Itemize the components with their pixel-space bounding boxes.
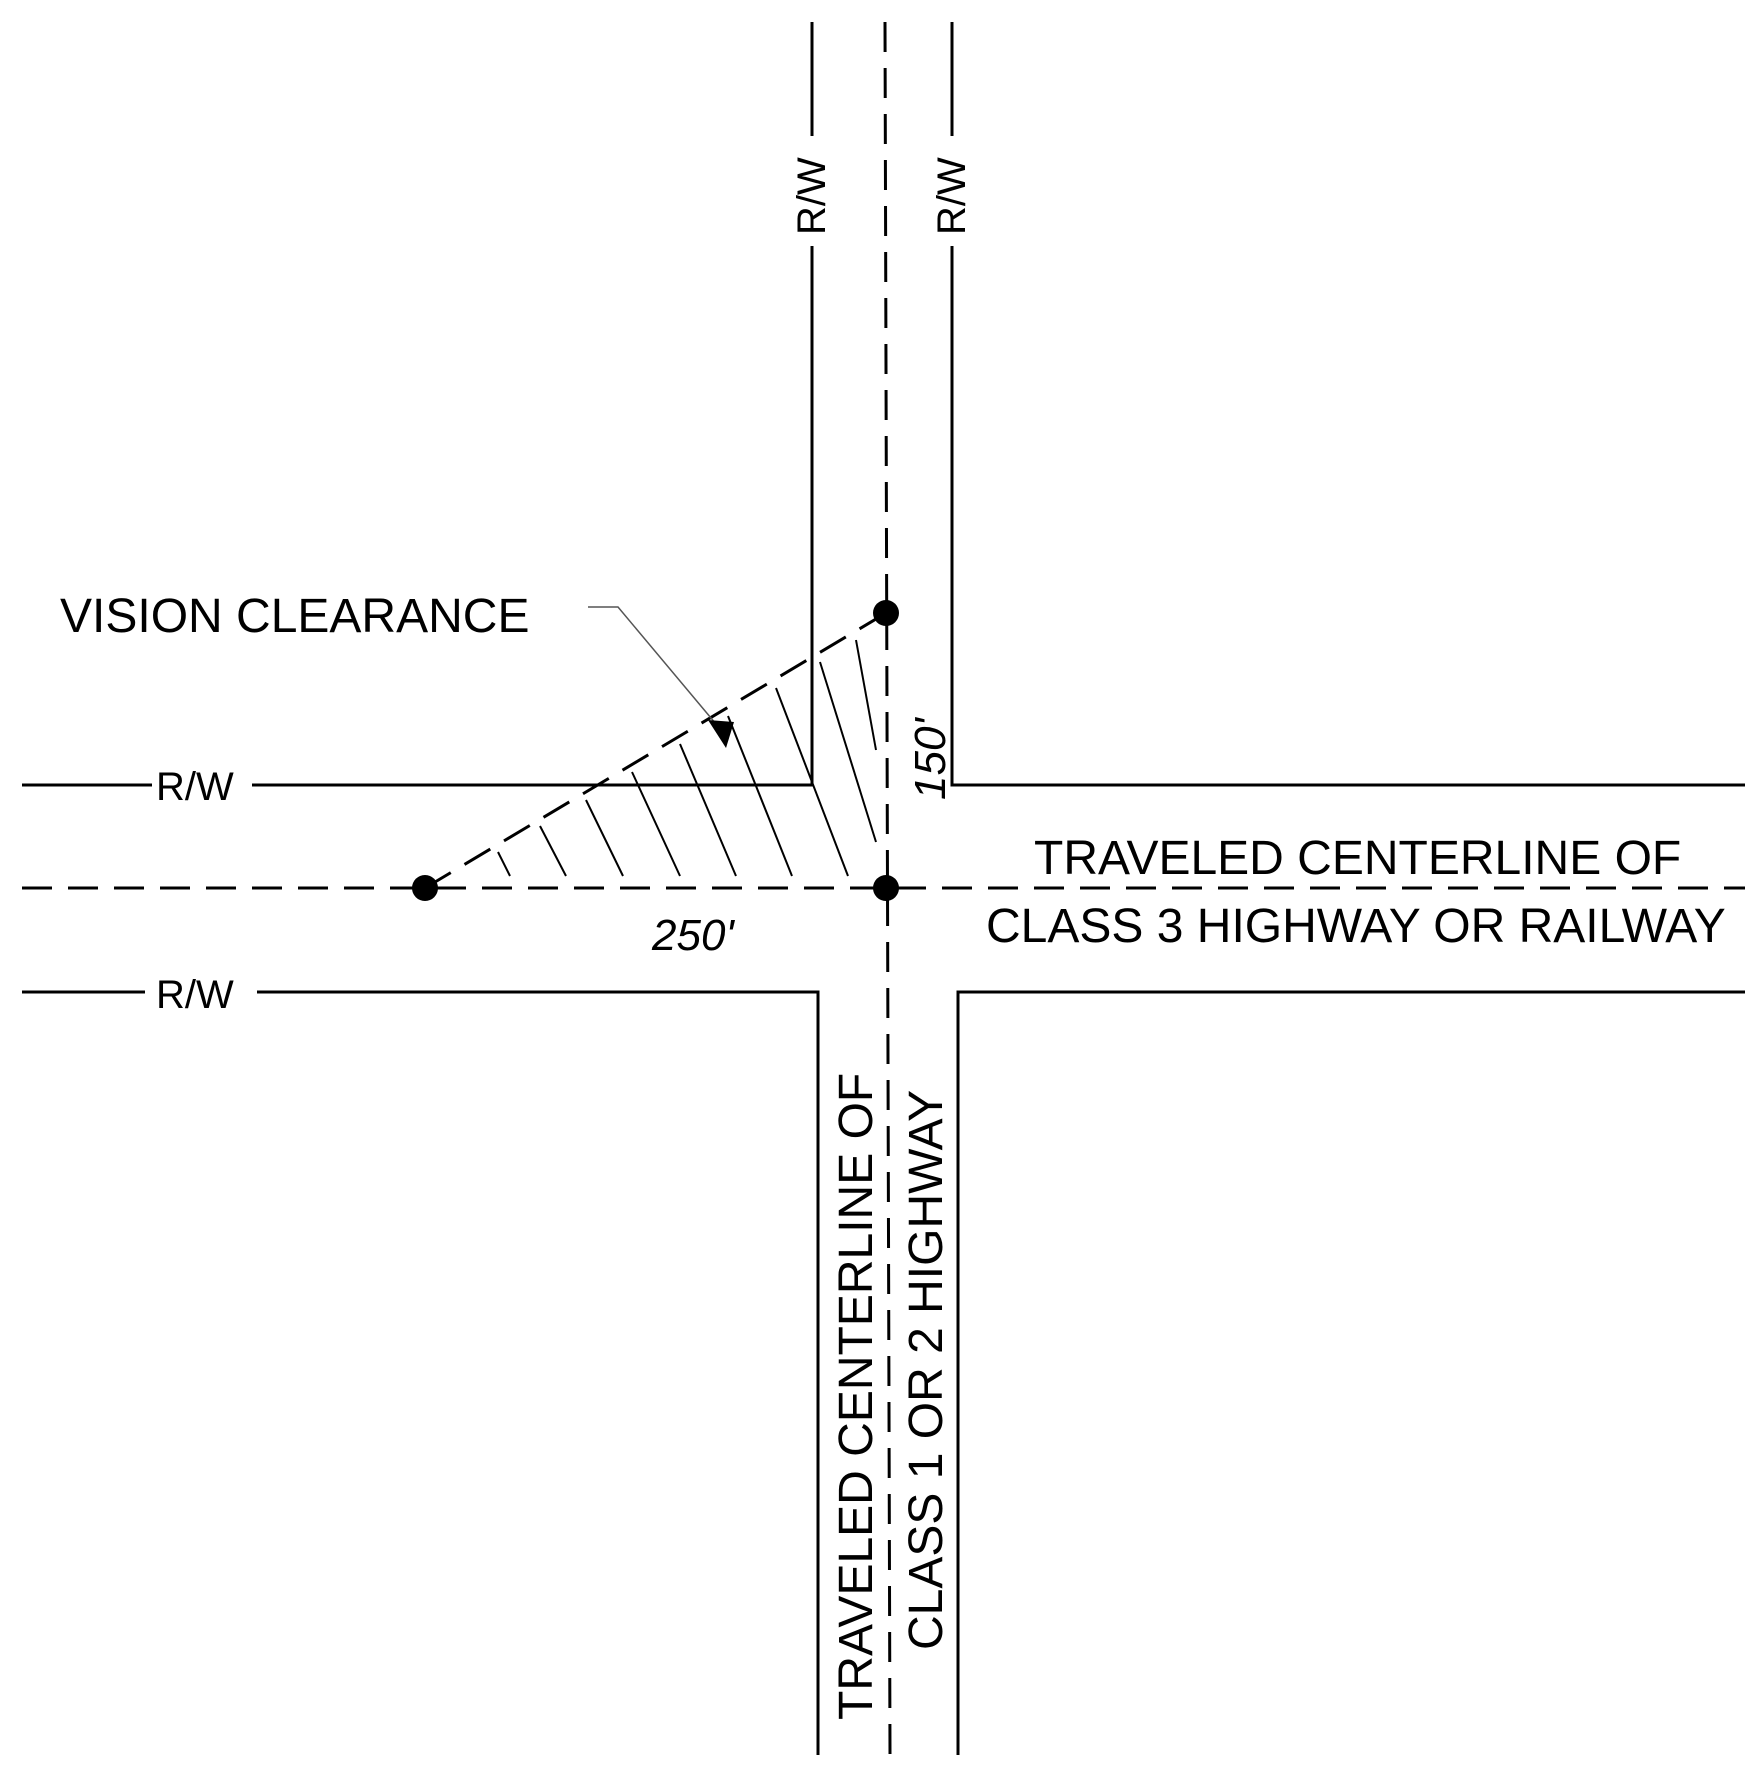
dimension-250ft: 250' xyxy=(651,911,735,960)
point-intersection xyxy=(873,875,899,901)
vision-clearance-hypotenuse xyxy=(424,611,887,890)
rw-line-lower-east xyxy=(956,990,1745,1755)
vision-clearance-label: VISION CLEARANCE xyxy=(60,590,529,643)
class-1-2-centerline-label-line-1: TRAVELED CENTERLINE OF xyxy=(830,1073,883,1720)
class-3-centerline-label-line-2: CLASS 3 HIGHWAY OR RAILWAY xyxy=(986,900,1726,953)
rw-label-west-lower: R/W xyxy=(156,973,234,1017)
rw-label-west-upper: R/W xyxy=(156,765,234,809)
vision-clearance-leader xyxy=(588,606,717,725)
rw-line-upper-east xyxy=(950,22,1745,787)
reference-points xyxy=(412,600,899,901)
centerline-class-1-or-2 xyxy=(883,21,892,1756)
right-of-way-lines xyxy=(22,22,1745,1755)
dimension-150ft: 150' xyxy=(906,717,955,800)
point-150ft xyxy=(873,600,899,626)
vision-clearance-arrowhead xyxy=(708,720,734,748)
class-3-centerline-label-line-1: TRAVELED CENTERLINE OF xyxy=(1034,832,1681,885)
rw-label-north-west: R/W xyxy=(790,157,834,235)
rw-line-upper-west xyxy=(22,22,814,787)
point-250ft xyxy=(412,875,438,901)
rw-line-lower-west xyxy=(22,990,820,1755)
labels: VISION CLEARANCE R/W R/W R/W R/W 150' 25… xyxy=(60,136,1726,1720)
rw-label-north-east: R/W xyxy=(930,157,974,235)
class-1-2-centerline-label-line-2: CLASS 1 OR 2 HIGHWAY xyxy=(900,1090,953,1650)
vision-clearance-area xyxy=(424,606,887,890)
vision-clearance-hatching xyxy=(497,639,877,877)
centerlines xyxy=(22,21,1745,1756)
